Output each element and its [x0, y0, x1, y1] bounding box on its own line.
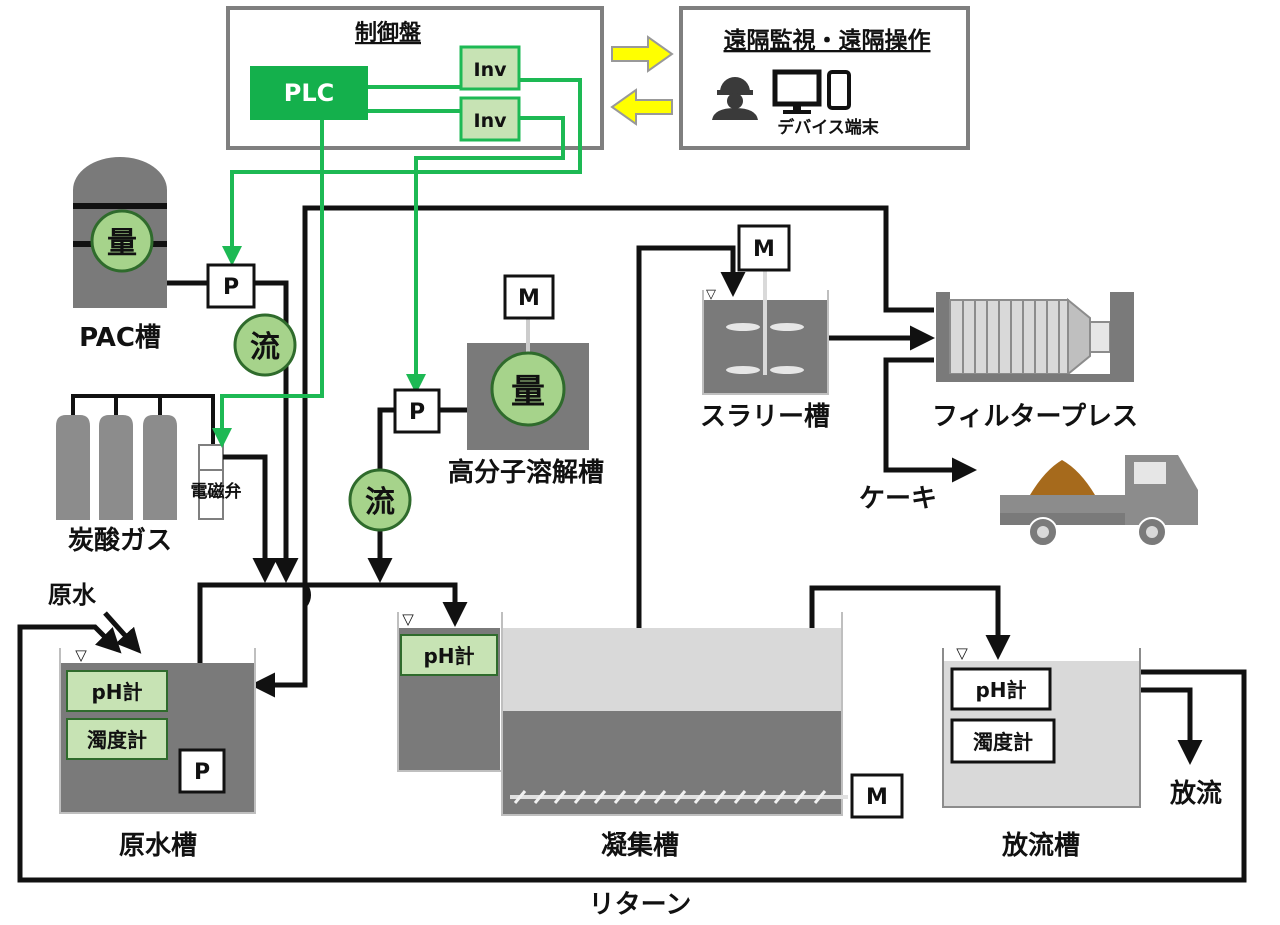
- coagulation-tank-label: 凝集槽: [601, 830, 679, 861]
- polymer-flow-meter: 流: [348, 468, 412, 532]
- remote-monitoring-box: 遠隔監視・遠隔操作 デバイス端末: [679, 6, 970, 150]
- coag-level-mark-icon: ▽: [402, 610, 414, 628]
- discharge-turbidity-meter[interactable]: 濁度計: [950, 718, 1056, 764]
- raw-level-mark-icon: ▽: [75, 646, 87, 664]
- pac-tank-label: PAC槽: [79, 323, 161, 353]
- slurry-motor-label: M: [753, 237, 775, 262]
- discharge-turbidity-meter-label: 濁度計: [973, 730, 1033, 754]
- raw-ph-meter[interactable]: pH計: [66, 670, 168, 712]
- raw-water-label: 原水: [48, 581, 97, 609]
- discharge-label: 放流: [1169, 778, 1222, 809]
- raw-pump[interactable]: P: [178, 748, 226, 794]
- raw-turbidity-meter[interactable]: 濁度計: [66, 718, 168, 760]
- solenoid-valve-label: 電磁弁: [191, 481, 242, 502]
- pac-dosing-meter-label: 量: [107, 226, 137, 261]
- slurry-tank-label: スラリー槽: [700, 402, 830, 432]
- coag-ph-meter-label: pH計: [423, 644, 474, 668]
- truck-icon: [1000, 455, 1198, 547]
- pac-flow-meter-label: 流: [250, 330, 280, 365]
- smartphone-icon: [827, 70, 851, 110]
- arrow-to-remote-icon: [611, 35, 674, 73]
- inverter-1-label: Inv: [474, 59, 508, 81]
- pac-flow-meter: 流: [233, 313, 297, 377]
- coag-motor-label: M: [866, 785, 888, 810]
- worker-icon: [712, 77, 758, 120]
- slurry-motor[interactable]: M: [737, 224, 791, 272]
- polymer-tank: 量 高分子溶解槽: [448, 318, 604, 488]
- remote-title: 遠隔監視・遠隔操作: [724, 27, 931, 54]
- pac-tank: 量 PAC槽: [73, 157, 167, 353]
- polymer-pump[interactable]: P: [393, 388, 441, 434]
- signal-lines: [212, 78, 582, 448]
- polymer-motor[interactable]: M: [503, 274, 555, 320]
- pac-pump-label: P: [223, 275, 239, 300]
- return-label: リターン: [589, 890, 692, 920]
- control-panel-title: 制御盤: [355, 20, 422, 46]
- coag-ph-meter[interactable]: pH計: [400, 634, 498, 676]
- co2-label: 炭酸ガス: [68, 526, 172, 556]
- inverter-2-label: Inv: [474, 110, 508, 132]
- coag-motor[interactable]: M: [850, 773, 904, 819]
- co2-cylinders: 炭酸ガス: [56, 394, 215, 556]
- inverter-2[interactable]: Inv: [459, 96, 521, 142]
- plc-label: PLC: [284, 79, 335, 107]
- polymer-tank-label: 高分子溶解槽: [448, 457, 604, 488]
- monitor-icon: [772, 69, 822, 114]
- raw-turbidity-meter-label: 濁度計: [87, 728, 147, 752]
- pac-pump[interactable]: P: [206, 263, 256, 309]
- discharge-tank: ▽ pH計 濁度計 放流槽: [942, 644, 1141, 861]
- polymer-flow-meter-label: 流: [365, 485, 395, 520]
- arrow-to-panel-icon: [610, 88, 673, 126]
- polymer-pump-label: P: [409, 400, 425, 425]
- filter-press-label: フィルタープレス: [932, 402, 1138, 432]
- discharge-ph-meter-label: pH計: [975, 678, 1026, 702]
- process-piping: [17, 205, 1247, 883]
- discharge-level-mark-icon: ▽: [956, 644, 968, 662]
- inverter-1[interactable]: Inv: [459, 45, 521, 91]
- filter-press: フィルタープレス: [932, 292, 1138, 432]
- slurry-tank: ▽ スラリー槽: [700, 270, 830, 432]
- raw-pump-label: P: [194, 760, 210, 785]
- plc[interactable]: PLC: [250, 66, 368, 120]
- raw-water-tank-label: 原水槽: [119, 831, 197, 861]
- slurry-level-mark-icon: ▽: [706, 287, 716, 302]
- cake-label: ケーキ: [859, 484, 937, 514]
- data-exchange-arrows: [610, 35, 674, 126]
- device-label: デバイス端末: [777, 117, 879, 138]
- discharge-ph-meter[interactable]: pH計: [950, 667, 1052, 711]
- raw-water-tank: ▽ 原水 pH計 濁度計 P 原水槽: [48, 581, 256, 861]
- discharge-tank-label: 放流槽: [1001, 830, 1080, 861]
- screw-conveyor-icon: [513, 790, 827, 804]
- polymer-motor-label: M: [518, 286, 540, 311]
- raw-ph-meter-label: pH計: [91, 680, 142, 704]
- coagulation-tank: ▽ pH計 凝集槽: [397, 610, 848, 861]
- solenoid-valve[interactable]: 電磁弁: [191, 444, 242, 520]
- polymer-dosing-meter-label: 量: [511, 372, 545, 412]
